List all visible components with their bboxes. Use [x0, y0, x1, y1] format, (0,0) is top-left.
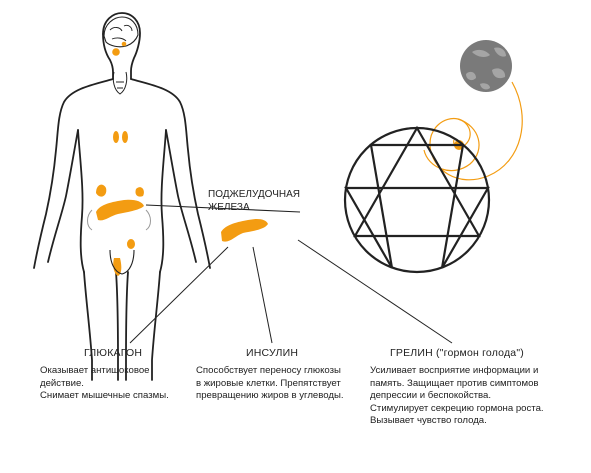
insulin-line: Способствует переносу глюкозы [196, 365, 341, 376]
ovary-gland [127, 239, 135, 249]
thyroid-gland [112, 71, 128, 95]
glucagon-line: Снимает мышечные спазмы. [40, 390, 169, 402]
glucagon-line: действие. [40, 377, 84, 389]
spiral-orbit [423, 81, 523, 181]
moon-icon [460, 40, 512, 92]
pancreas-label-line-2: ЖЕЛЕЗА [208, 202, 250, 213]
ghrelin-description: Усиливает восприятие информации и память… [370, 365, 544, 428]
thymus-gland [113, 131, 128, 143]
insulin-description: Способствует переносу глюкозы в жировые … [196, 365, 344, 403]
gonad-gland [113, 258, 122, 276]
groin-outline [109, 249, 135, 275]
pituitary-gland [112, 48, 120, 56]
ghrelin-line: Стимулирует секрецию гормона роста. [370, 402, 544, 414]
enneagram-symbol [343, 125, 491, 274]
ghrelin-title: ГРЕЛИН ("гормон голода") [390, 347, 524, 359]
glucagon-title: ГЛЮКАГОН [84, 347, 143, 359]
ghrelin-line: Вызывает чувство голода. [370, 415, 487, 427]
glucagon-line: Оказывает антишоковое [40, 365, 150, 376]
ghrelin-line: депрессии и беспокойства. [370, 390, 492, 402]
pancreas-in-body [96, 199, 144, 221]
insulin-line: превращению жиров в углеводы. [196, 390, 344, 402]
insulin-title: ИНСУЛИН [246, 347, 299, 359]
pancreas-label: ПОДЖЕЛУДОЧНАЯ ЖЕЛЕЗА [208, 188, 300, 214]
insulin-connector [252, 246, 273, 344]
head-glands [103, 16, 139, 56]
pancreas-pointer-line [145, 204, 301, 213]
ghrelin-connector [297, 239, 453, 344]
insulin-line: в жировые клетки. Препятствует [196, 377, 341, 389]
ghrelin-line: память. Защищает против симптомов [370, 377, 539, 389]
pineal-gland [121, 41, 127, 47]
ghrelin-line: Усиливает восприятие информации и [370, 365, 539, 376]
human-silhouette [33, 12, 211, 381]
pancreas-icon [221, 219, 268, 242]
glucagon-description: Оказывает антишоковое действие. Снимает … [40, 365, 169, 403]
glucagon-connector [129, 246, 229, 344]
adrenal-glands [87, 184, 151, 231]
pancreas-label-line-1: ПОДЖЕЛУДОЧНАЯ [208, 189, 300, 200]
